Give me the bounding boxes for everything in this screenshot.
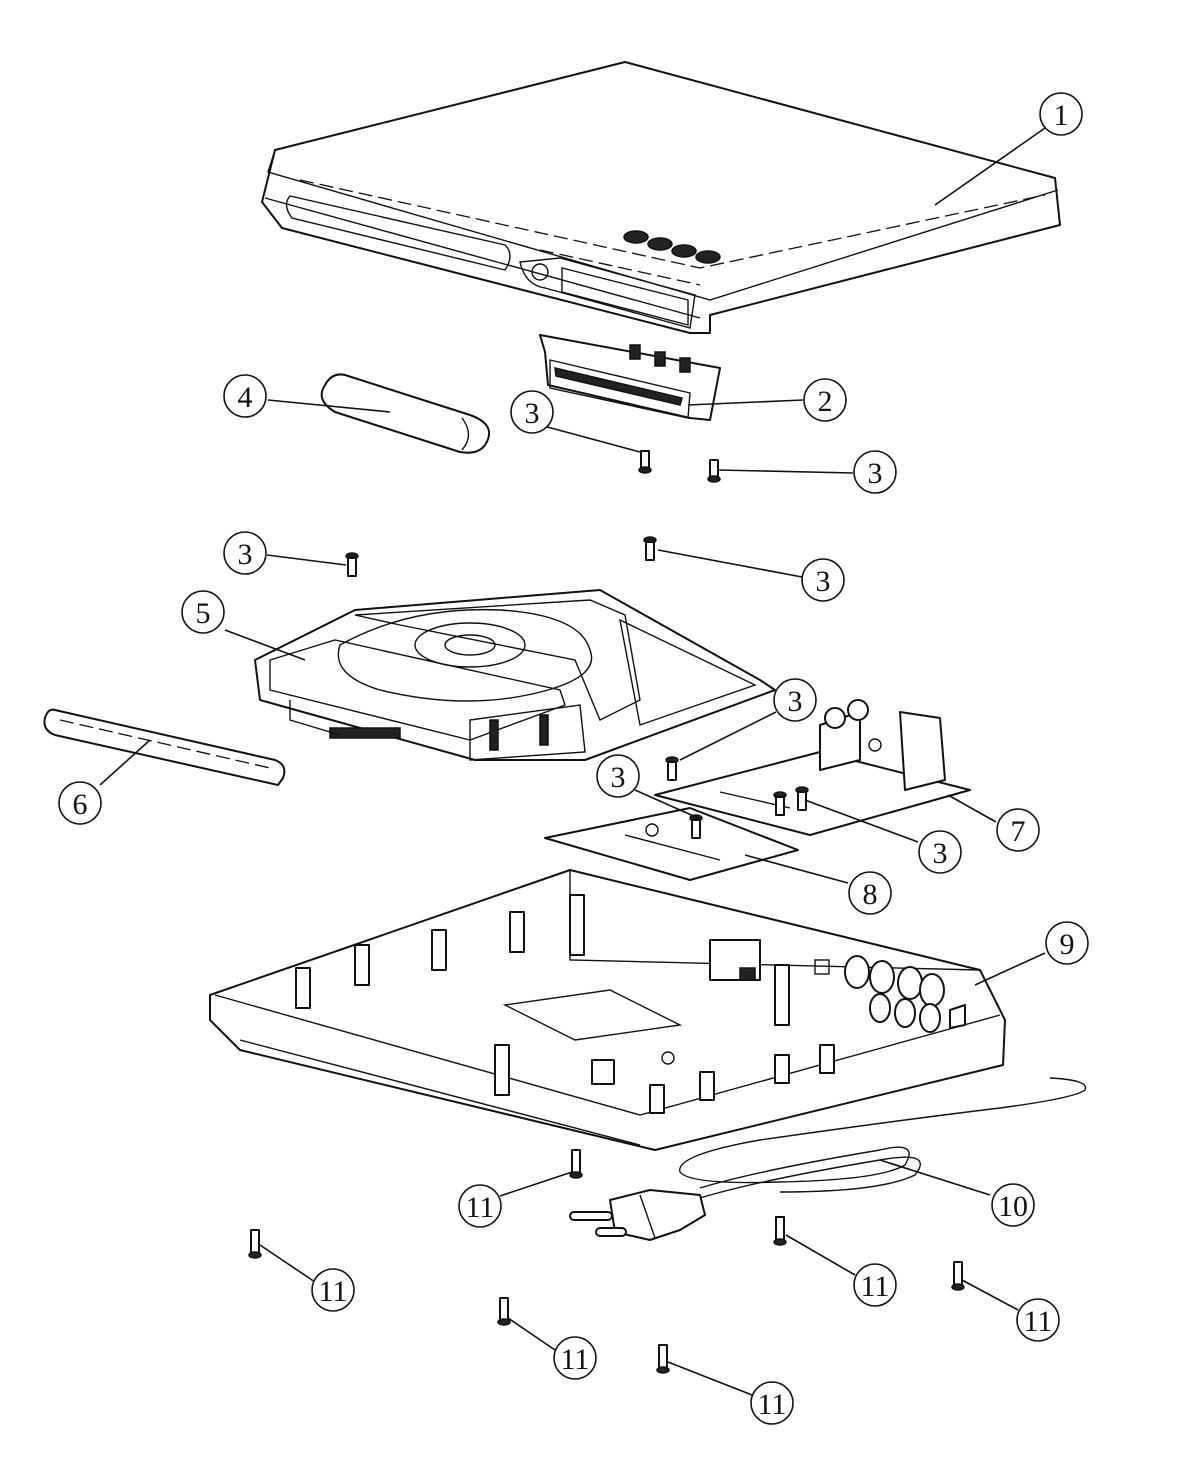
callout-9: 9 — [1045, 921, 1089, 965]
power-cord — [569, 1077, 1087, 1241]
callout-3: 3 — [596, 754, 640, 798]
svg-text:4: 4 — [238, 381, 253, 414]
callout-2: 2 — [803, 378, 847, 422]
screw-3h — [795, 786, 809, 811]
callout-11: 11 — [553, 1336, 597, 1380]
svg-text:7: 7 — [1011, 815, 1026, 848]
dvd-loader — [254, 589, 776, 761]
screw-3d — [643, 536, 657, 561]
svg-text:11: 11 — [861, 1270, 890, 1303]
svg-text:3: 3 — [525, 397, 540, 430]
screw-11d — [951, 1261, 965, 1291]
callout-3: 3 — [918, 830, 962, 874]
callout-3: 3 — [801, 558, 845, 602]
screws-11 — [248, 1149, 965, 1374]
callout-11: 11 — [458, 1184, 502, 1228]
callout-8: 8 — [848, 871, 892, 915]
top-cover — [261, 61, 1061, 334]
svg-text:3: 3 — [238, 538, 253, 571]
svg-text:3: 3 — [788, 685, 803, 718]
svg-text:10: 10 — [998, 1190, 1028, 1223]
svg-text:11: 11 — [466, 1191, 495, 1224]
svg-text:8: 8 — [863, 878, 878, 911]
callout-10: 10 — [991, 1183, 1035, 1227]
screw-11c — [773, 1216, 787, 1246]
screw-3c — [345, 552, 359, 577]
display-board — [539, 334, 721, 421]
svg-text:9: 9 — [1060, 928, 1075, 961]
svg-text:3: 3 — [611, 761, 626, 794]
screw-11f — [656, 1344, 670, 1374]
bottom-chassis — [209, 869, 1006, 1151]
svg-text:3: 3 — [933, 837, 948, 870]
main-board — [654, 699, 971, 836]
window-lens — [320, 373, 490, 454]
screw-3b — [707, 459, 721, 483]
callout-6: 6 — [58, 781, 102, 825]
power-board — [544, 807, 799, 881]
screw-11b — [248, 1229, 262, 1259]
lens-strip — [43, 708, 286, 786]
svg-text:11: 11 — [758, 1388, 787, 1421]
callout-7: 7 — [996, 808, 1040, 852]
callout-3: 3 — [223, 531, 267, 575]
screw-11a — [569, 1149, 583, 1179]
callout-3: 3 — [853, 450, 897, 494]
screw-3a — [638, 450, 652, 474]
leader-lines — [99, 127, 1046, 1396]
callout-11: 11 — [1016, 1298, 1060, 1342]
svg-text:2: 2 — [818, 385, 833, 418]
callout-3: 3 — [510, 390, 554, 434]
callout-3: 3 — [773, 678, 817, 722]
svg-text:11: 11 — [561, 1343, 590, 1376]
screw-3e — [665, 756, 679, 781]
svg-text:6: 6 — [73, 788, 88, 821]
callout-11: 11 — [750, 1381, 794, 1425]
svg-text:3: 3 — [816, 565, 831, 598]
svg-text:11: 11 — [1024, 1305, 1053, 1338]
svg-text:1: 1 — [1054, 99, 1069, 132]
screw-3f — [689, 814, 703, 839]
callout-1: 1 — [1039, 92, 1083, 136]
callout-5: 5 — [181, 590, 225, 634]
callouts: 1 2 3 3 3 3 3 3 3 4 5 6 7 8 9 10 11 11 1… — [58, 92, 1089, 1425]
screws-3 — [345, 450, 809, 839]
screw-3g — [773, 791, 787, 816]
callout-4: 4 — [223, 374, 267, 418]
svg-text:3: 3 — [868, 457, 883, 490]
screw-11e — [497, 1297, 511, 1326]
svg-text:5: 5 — [196, 597, 211, 630]
svg-text:11: 11 — [319, 1275, 348, 1308]
callout-11: 11 — [311, 1268, 355, 1312]
callout-11: 11 — [853, 1263, 897, 1307]
